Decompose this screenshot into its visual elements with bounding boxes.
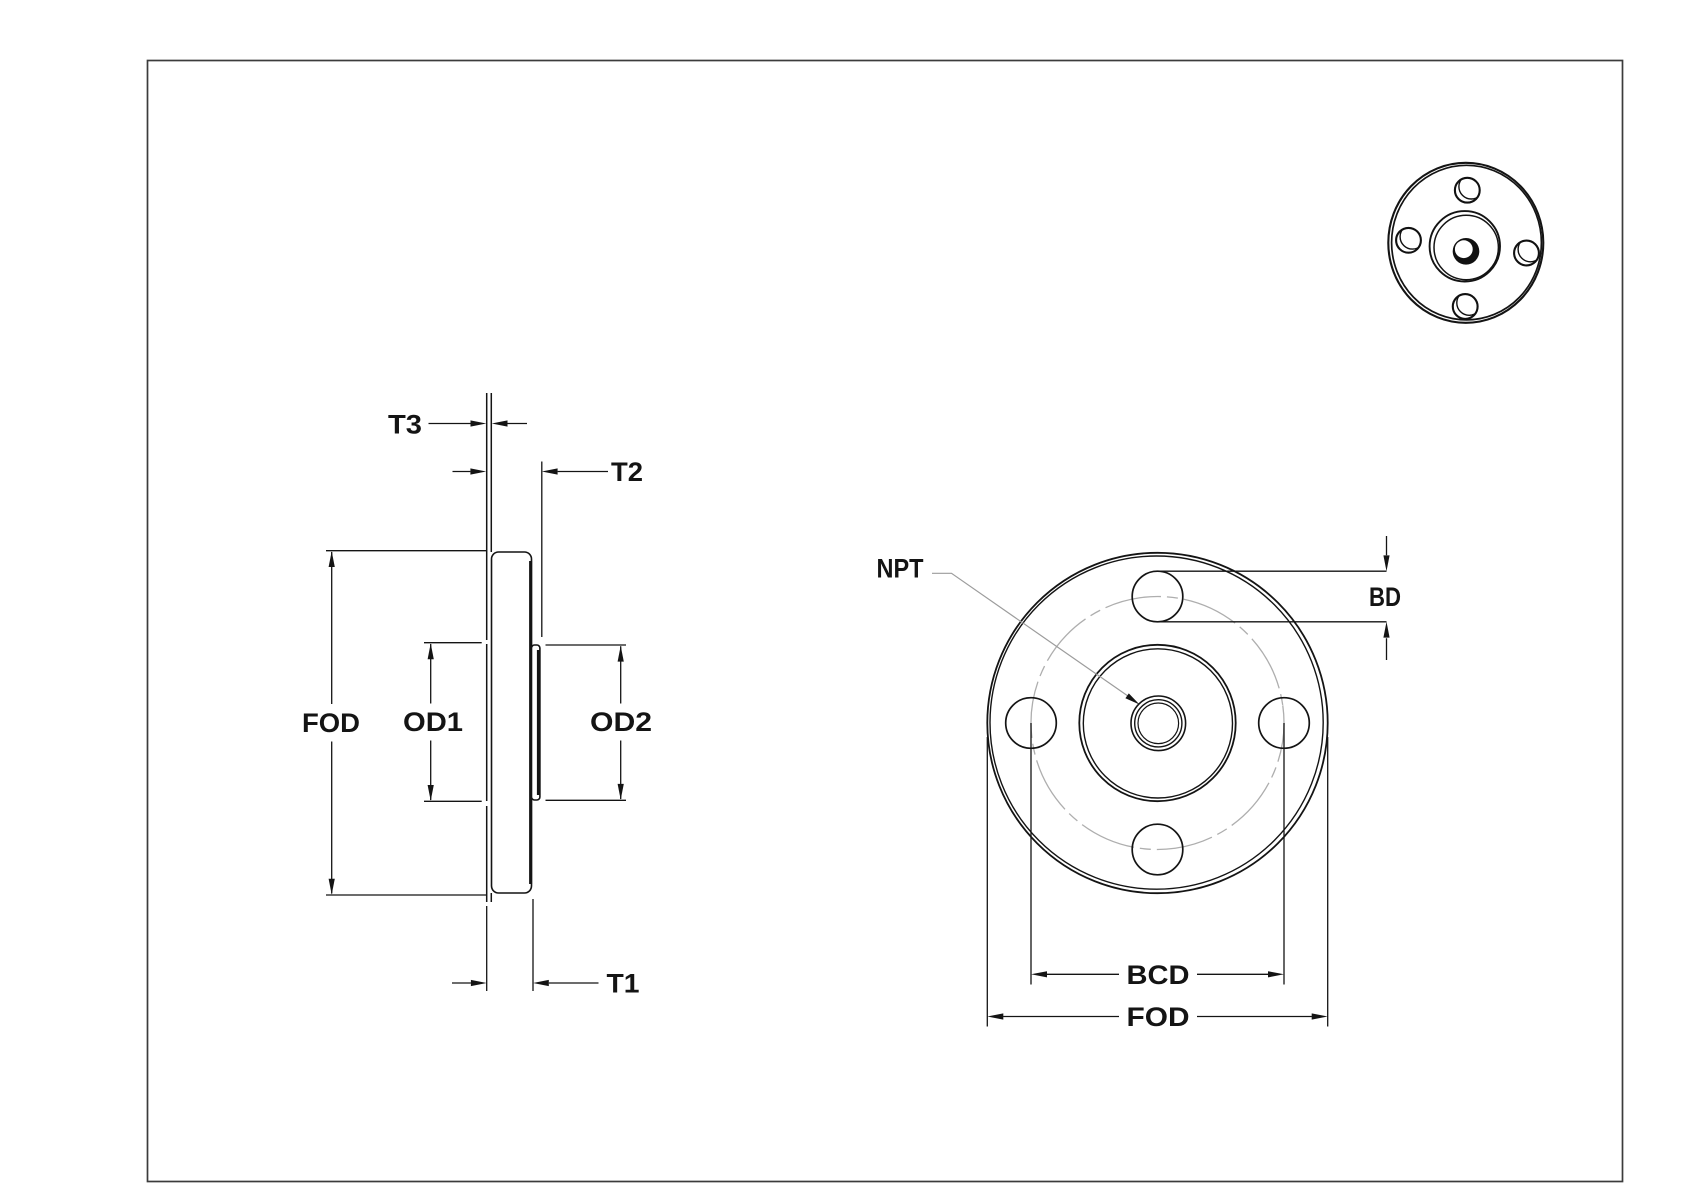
iso-view (1387, 161, 1545, 324)
pipe-outline (485, 393, 493, 902)
dim-fod-front: FOD (986, 737, 1329, 1032)
dim-t1-lines (452, 899, 599, 991)
dim-od1-arrow-up (427, 643, 434, 660)
dim-t1-arrow-left (533, 979, 549, 987)
hub-outer-circle (1078, 643, 1237, 803)
bolt-hole-bottom (1131, 823, 1184, 876)
dim-bd-arrow-up (1383, 621, 1390, 638)
iso-bolt-hole-right-bore (1517, 240, 1539, 263)
dim-od2: OD2 (545, 644, 652, 801)
dim-bd-arrow-down (1383, 555, 1390, 572)
dim-od1: OD1 (403, 642, 482, 802)
flange-outer-inner-edge (989, 555, 1324, 890)
dim-od2-arrow-down (617, 783, 624, 800)
dim-t1-arrow-right (470, 979, 487, 987)
iso-bolt-hole-left-bore (1399, 227, 1421, 250)
flange-outer-circle (986, 551, 1329, 895)
iso-bolt-hole-bottom-bore (1456, 294, 1478, 316)
dim-t3-label: T3 (388, 410, 422, 440)
dim-t3-arrow-right (470, 420, 487, 427)
bolt-circle-centerline (1030, 595, 1285, 851)
iso-bolt-hole-right (1513, 239, 1540, 267)
dim-fod-front-arrow-right (1311, 1013, 1328, 1020)
iso-hub-inner (1433, 214, 1500, 281)
dim-fod-side-label: FOD (302, 708, 360, 738)
dim-t3-arrow-left (491, 420, 508, 427)
dim-fod-side-lines (326, 550, 487, 896)
side-view: T3 T2 T1 FOD OD1 (302, 393, 652, 999)
dim-bd: BD (1157, 536, 1401, 660)
front-view: BD BCD FOD NPT (877, 536, 1401, 1032)
dim-fod-front-arrow-left (987, 1013, 1004, 1020)
npt-callout: NPT (877, 554, 1140, 705)
dim-od2-label: OD2 (590, 707, 652, 737)
npt-leader-arrow (1125, 693, 1140, 705)
npt-label: NPT (877, 554, 924, 584)
dim-t1: T1 (452, 899, 640, 999)
hub-inner-circle (1082, 648, 1234, 799)
iso-bolt-hole-left (1395, 226, 1422, 254)
dim-bd-label: BD (1369, 582, 1401, 612)
npt-leader-line (932, 572, 1131, 699)
iso-bolt-hole-top (1453, 176, 1481, 204)
dim-bcd-label: BCD (1127, 960, 1190, 990)
dim-fod-side-arrow-down (328, 878, 335, 895)
dim-t2: T2 (452, 457, 643, 637)
dim-fod-front-lines (986, 737, 1329, 1027)
iso-bolt-hole-bottom (1451, 293, 1479, 320)
dim-bcd-arrow-left (1031, 971, 1047, 978)
dim-t2-label: T2 (611, 457, 643, 487)
dim-t1-label: T1 (607, 969, 640, 999)
dim-od1-label: OD1 (403, 707, 463, 737)
thread-circle-middle (1134, 699, 1183, 748)
dim-bcd-lines (1030, 723, 1285, 985)
npt-threaded-hole (1130, 695, 1187, 752)
iso-hub-outer (1428, 210, 1501, 283)
iso-bolt-holes (1395, 176, 1540, 320)
dim-t2-arrow-right (470, 468, 487, 475)
iso-center-hole-highlight (1454, 240, 1473, 259)
dim-fod-side: FOD (302, 550, 487, 896)
dim-od1-arrow-down (427, 785, 434, 801)
dim-od2-lines (545, 644, 626, 801)
flange-disc (490, 551, 533, 894)
iso-bolt-hole-top-bore (1458, 177, 1480, 200)
iso-flange-rim-edge (1390, 164, 1543, 321)
dim-bcd-arrow-right (1268, 971, 1284, 978)
iso-flange-face (1387, 161, 1545, 324)
dim-t2-arrow-left (541, 468, 558, 475)
thread-circle-inner (1137, 702, 1180, 745)
thread-circle-outer (1130, 695, 1187, 752)
dim-t3: T3 (388, 410, 527, 440)
dim-fod-front-label: FOD (1127, 1002, 1190, 1032)
dim-bd-lines (1157, 536, 1388, 660)
sheet-border (146, 59, 1624, 1183)
dim-fod-side-arrow-up (328, 551, 335, 567)
dim-od1-lines (424, 642, 482, 802)
dim-bcd: BCD (1030, 723, 1285, 990)
dim-t2-lines (452, 461, 608, 637)
dim-od2-arrow-up (617, 645, 624, 662)
